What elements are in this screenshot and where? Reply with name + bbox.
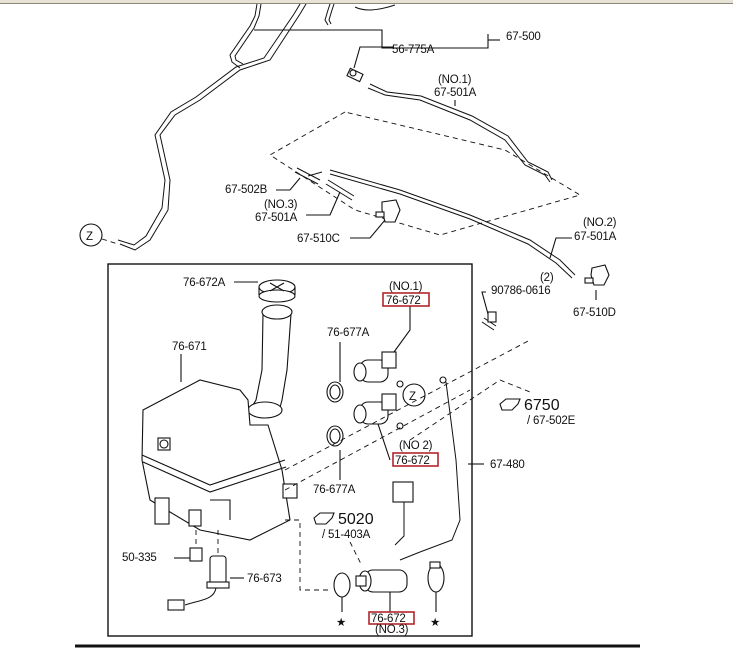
label-67-480: 67-480	[490, 459, 525, 471]
dashed-leader-1	[284, 339, 531, 471]
washer-assembly-frame	[107, 263, 473, 637]
z-marker-top: Z	[79, 223, 119, 247]
dashed-leader-2	[284, 389, 471, 491]
label-67-501a-no1: 67-501A	[434, 87, 477, 99]
label-67-510d: 67-510D	[573, 307, 616, 319]
label-90786-0616: 90786-0616	[491, 285, 550, 297]
window-top-border	[0, 0, 733, 4]
joint-56-775a	[346, 67, 364, 83]
grommet-no3	[333, 572, 351, 598]
pointing-hand-icon	[313, 512, 335, 525]
highlight-pump-no2	[392, 452, 439, 467]
label-ref-5020[interactable]: 5020	[338, 511, 374, 528]
star-marker-right: ★	[430, 617, 440, 629]
label-67-501a-no3: 67-501A	[255, 212, 298, 224]
joint-67-502b	[294, 167, 323, 185]
nozzle-67-510d	[584, 264, 610, 286]
label-pump-no1-qualifier: (NO.1)	[389, 281, 423, 293]
grommet-upper	[326, 381, 344, 403]
label-67-500: 67-500	[506, 31, 541, 43]
label-56-775a: 56-775A	[392, 44, 435, 56]
label-hose-no3-qualifier: (NO.3)	[264, 199, 298, 211]
nozzle-67-510c	[375, 199, 401, 223]
label-76-673: 76-673	[247, 573, 282, 585]
clip-50-335	[189, 530, 203, 562]
pump-no2	[353, 393, 404, 430]
label-76-672-no2: 76-672	[395, 455, 430, 467]
pointing-hand-icon	[499, 398, 521, 411]
pump-no3	[355, 569, 408, 593]
label-hose-no1-qualifier: (NO.1)	[438, 74, 472, 86]
highlight-pump-no3	[368, 611, 415, 625]
label-76-672-no1: 76-672	[386, 295, 421, 307]
z-marker-label: Z	[86, 231, 93, 243]
label-ref-51-403a: / 51-403A	[322, 529, 371, 541]
ref-6750[interactable]: 6750 / 67-502E	[499, 397, 576, 427]
label-76-671: 76-671	[172, 341, 207, 353]
label-67-510c: 67-510C	[297, 233, 340, 245]
bolt-90786-0616	[481, 311, 497, 331]
pump-no1	[353, 351, 404, 388]
dashed-leader-4	[285, 519, 330, 591]
dashed-leader-3	[409, 379, 531, 441]
grommet-lower	[326, 425, 344, 447]
label-hose-no2-qualifier: (NO.2)	[583, 217, 617, 229]
star-marker-left: ★	[336, 617, 346, 629]
label-67-501a-no2: 67-501A	[574, 231, 617, 243]
label-76-677a-lower: 76-677A	[313, 484, 356, 496]
hose-67-500	[117, 3, 307, 251]
label-50-335: 50-335	[122, 552, 157, 564]
label-67-502b: 67-502B	[225, 184, 268, 196]
sensor-76-673	[167, 530, 230, 611]
label-ref-6750[interactable]: 6750	[524, 397, 560, 414]
label-bolt-qty: (2)	[540, 272, 554, 284]
filler-neck	[247, 304, 293, 419]
label-76-672-no3: 76-672	[371, 613, 406, 625]
ref-5020[interactable]: 5020 / 51-403A	[313, 511, 374, 541]
hose-67-501a-no1	[367, 83, 553, 183]
label-pump-no3-qualifier: (NO.3)	[375, 624, 409, 636]
label-76-672a: 76-672A	[183, 277, 226, 289]
dashed-leader-5020	[349, 541, 363, 567]
z-marker-pump-label: Z	[409, 391, 416, 403]
leader-lines	[174, 29, 597, 612]
diagram-sheet	[40, 4, 665, 654]
hose-upper-right	[324, 3, 396, 26]
z-marker-pump: Z	[402, 383, 426, 407]
label-ref-67-502e: / 67-502E	[527, 415, 576, 427]
cap-76-672a	[258, 279, 296, 303]
hose-67-501a-no3	[325, 169, 576, 279]
harness-67-480	[392, 376, 461, 561]
tank-76-671	[141, 379, 298, 541]
label-76-677a-upper: 76-677A	[327, 327, 370, 339]
label-pump-no2-qualifier: (NO 2)	[399, 440, 433, 452]
hose-clamp	[427, 561, 445, 593]
highlight-pump-no1	[382, 292, 430, 307]
